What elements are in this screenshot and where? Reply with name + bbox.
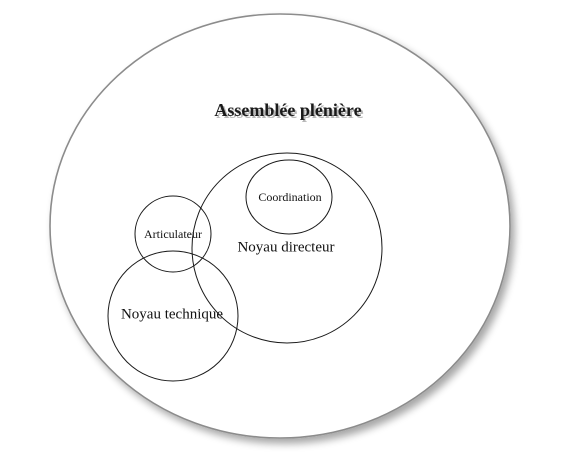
noyau-technique-label: Noyau technique: [121, 306, 223, 322]
noyau-technique-circle: [107, 250, 239, 382]
noyau-directeur-circle: [191, 152, 383, 344]
coordination-label: Coordination: [258, 190, 321, 204]
assemblee-pleniere-title-shadow: Assemblée plénière: [216, 102, 363, 122]
noyau-directeur-label: Noyau directeur: [237, 239, 334, 255]
assemblee-pleniere-title: Assemblée plénière: [214, 100, 361, 120]
articulateur-label: Articulateur: [144, 227, 202, 241]
articulateur-circle: [134, 195, 212, 273]
assemblee-pleniere-ellipse: [49, 13, 511, 439]
coordination-circle: [245, 159, 333, 235]
